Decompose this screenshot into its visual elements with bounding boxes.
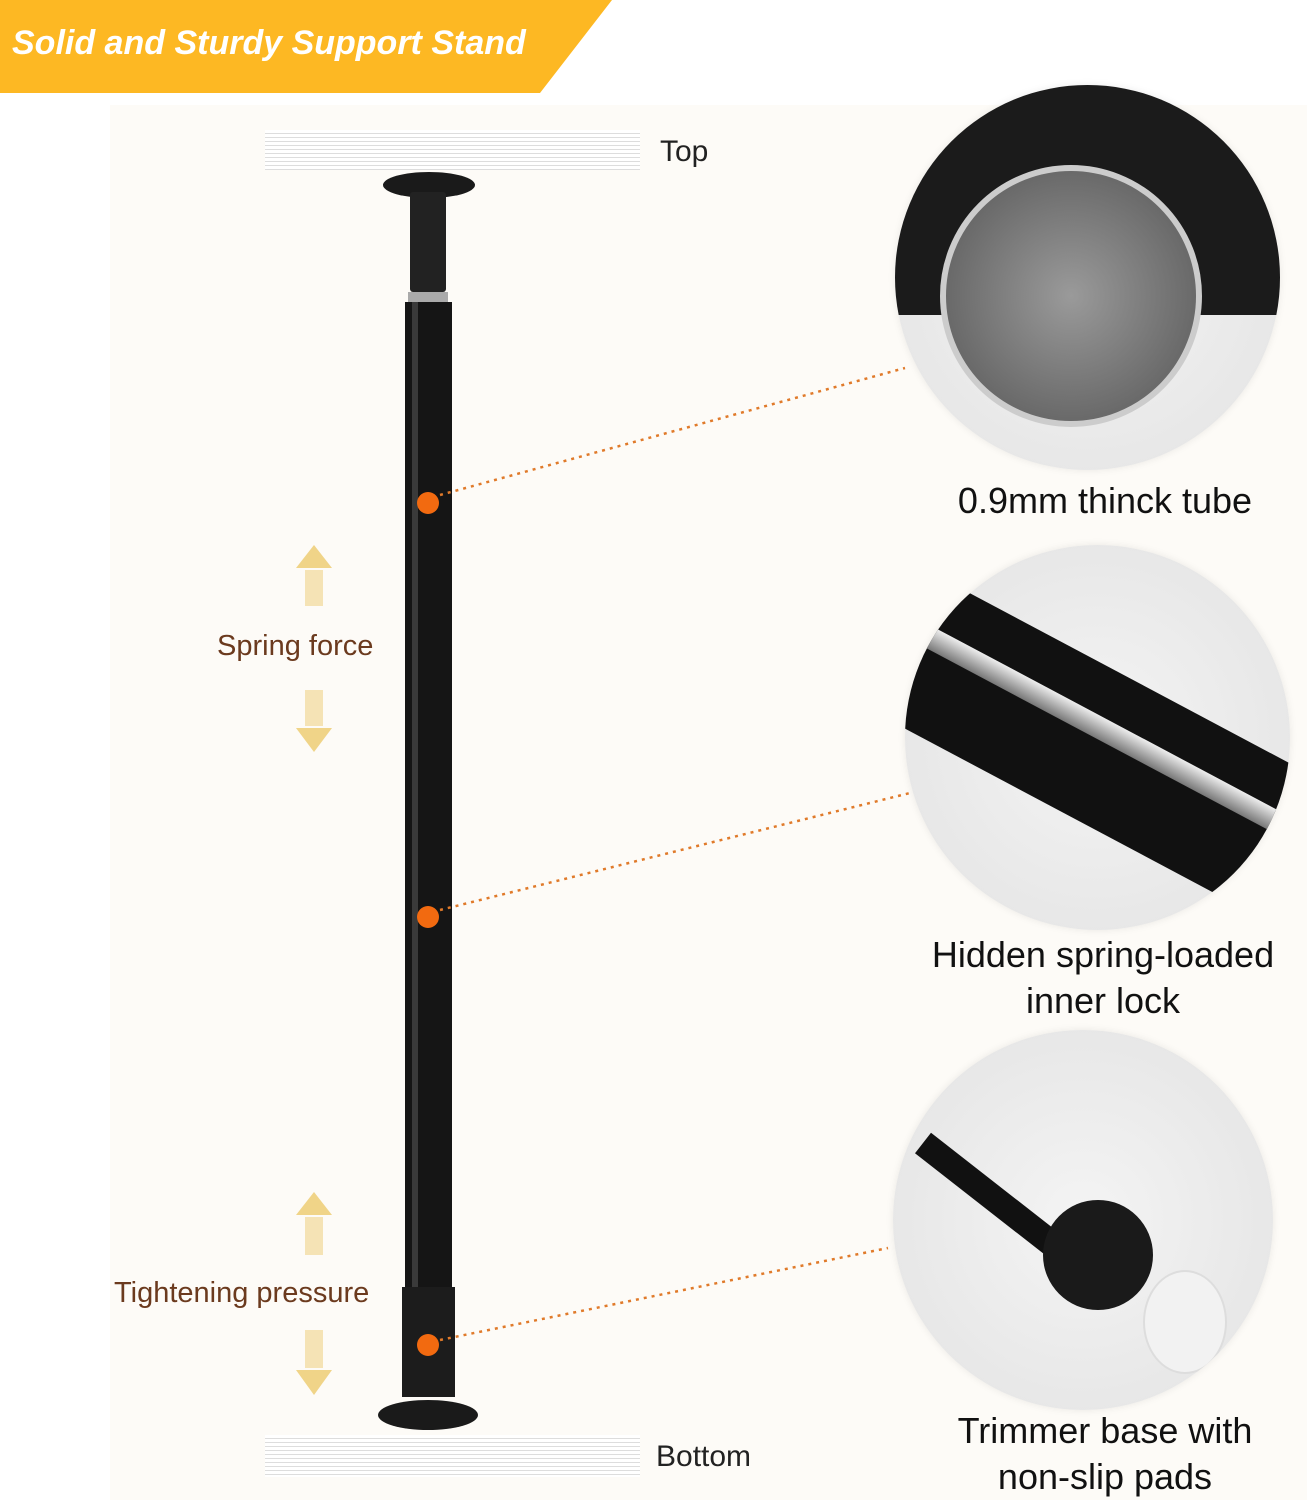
- bottom-cap: [378, 1400, 478, 1430]
- feature-caption: 0.9mm thinck tube: [957, 480, 1253, 521]
- spring-detail-image: [905, 545, 1290, 930]
- down-arrow-icon: [296, 1370, 332, 1395]
- top-label: Top: [660, 135, 709, 168]
- tube-detail-image: [895, 85, 1280, 470]
- tightening-pressure-label: Tightening pressure: [114, 1277, 370, 1309]
- orange-dot: [417, 1334, 439, 1356]
- caption-line: non-slip pads: [997, 1456, 1213, 1497]
- caption-line: Hidden spring-loaded: [931, 934, 1275, 975]
- up-arrow-icon: [296, 1192, 332, 1215]
- orange-dot: [417, 906, 439, 928]
- feature-caption: Trimmer base with non-slip pads: [905, 1408, 1305, 1500]
- orange-dot: [417, 492, 439, 514]
- top-cap: [383, 172, 475, 198]
- caption-line: inner lock: [1025, 980, 1181, 1021]
- feature-caption: Hidden spring-loaded inner lock: [898, 932, 1307, 1024]
- caption-line: Trimmer base with: [957, 1410, 1253, 1451]
- bottom-label: Bottom: [656, 1440, 752, 1473]
- title-banner: Solid and Sturdy Support Stand: [0, 0, 612, 93]
- ceiling-surface: [265, 130, 640, 170]
- spring-force-label: Spring force: [217, 630, 374, 662]
- banner-title: Solid and Sturdy Support Stand: [12, 24, 526, 62]
- floor-surface: [265, 1435, 640, 1477]
- base-detail-image: [893, 1030, 1273, 1410]
- down-arrow-icon: [296, 728, 332, 752]
- up-arrow-icon: [296, 545, 332, 568]
